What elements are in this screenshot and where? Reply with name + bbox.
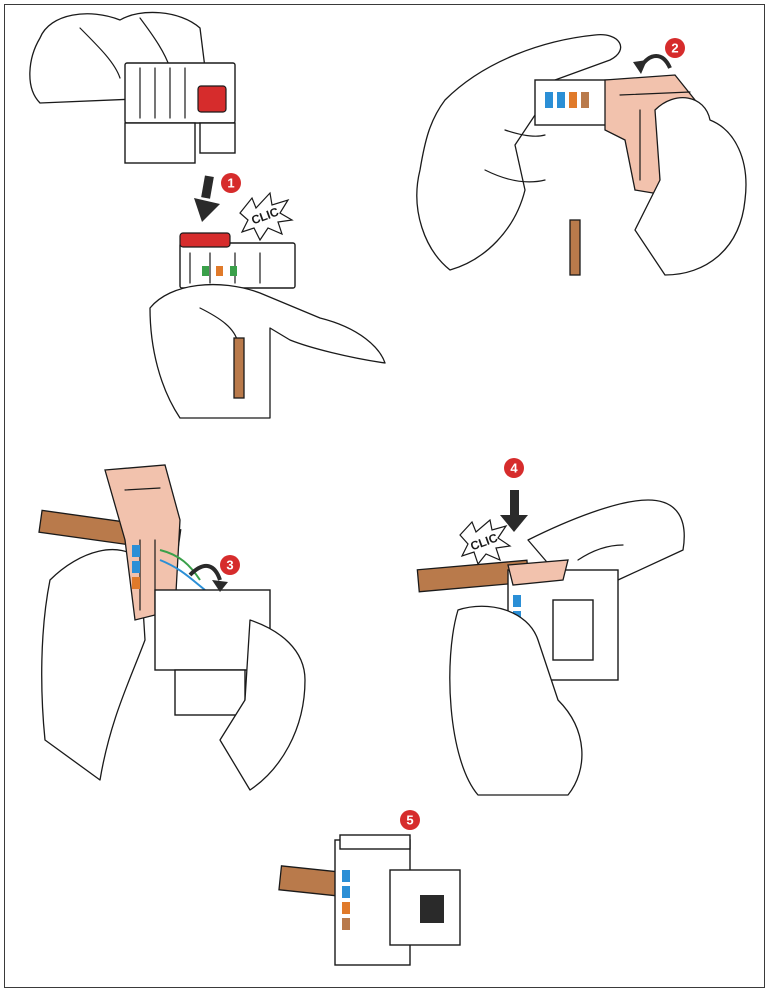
clic-burst-icon: CLIC [459, 518, 512, 566]
step-4-number: 4 [510, 461, 518, 476]
step-2-number: 2 [671, 41, 678, 56]
rotate-arrow-icon [188, 564, 228, 592]
press-arrow-icon [500, 490, 528, 532]
hand-left [416, 34, 622, 271]
hand-bottom [449, 605, 583, 796]
red-lever [197, 85, 227, 113]
hand-left [41, 548, 146, 781]
step-5-number: 5 [406, 813, 413, 828]
diagram-frame [4, 4, 765, 988]
jack-base [179, 242, 296, 289]
step-badge-icon: 3 [220, 555, 240, 575]
press-arrow-icon [194, 175, 220, 222]
step-badge-icon: 1 [221, 173, 241, 193]
step-1-number: 1 [227, 176, 234, 191]
step-2-panel: 2 [416, 34, 747, 276]
clic-burst-icon: CLIC [239, 191, 294, 242]
hand-bottom [149, 284, 386, 419]
step-badge-icon: 4 [504, 458, 524, 478]
rotate-arrow-icon [633, 54, 672, 74]
cable [233, 337, 245, 399]
step-badge-icon: 5 [400, 810, 420, 830]
hand-right [634, 97, 747, 276]
step-5-panel: 5 [278, 810, 461, 966]
step-3-panel: 3 [38, 464, 306, 791]
step-1-panel: 1 CLIC [29, 11, 386, 419]
step-4-panel: 4 CLIC [416, 458, 685, 796]
hand-right [219, 619, 306, 791]
step-badge-icon: 2 [665, 38, 685, 58]
step-3-number: 3 [226, 558, 233, 573]
